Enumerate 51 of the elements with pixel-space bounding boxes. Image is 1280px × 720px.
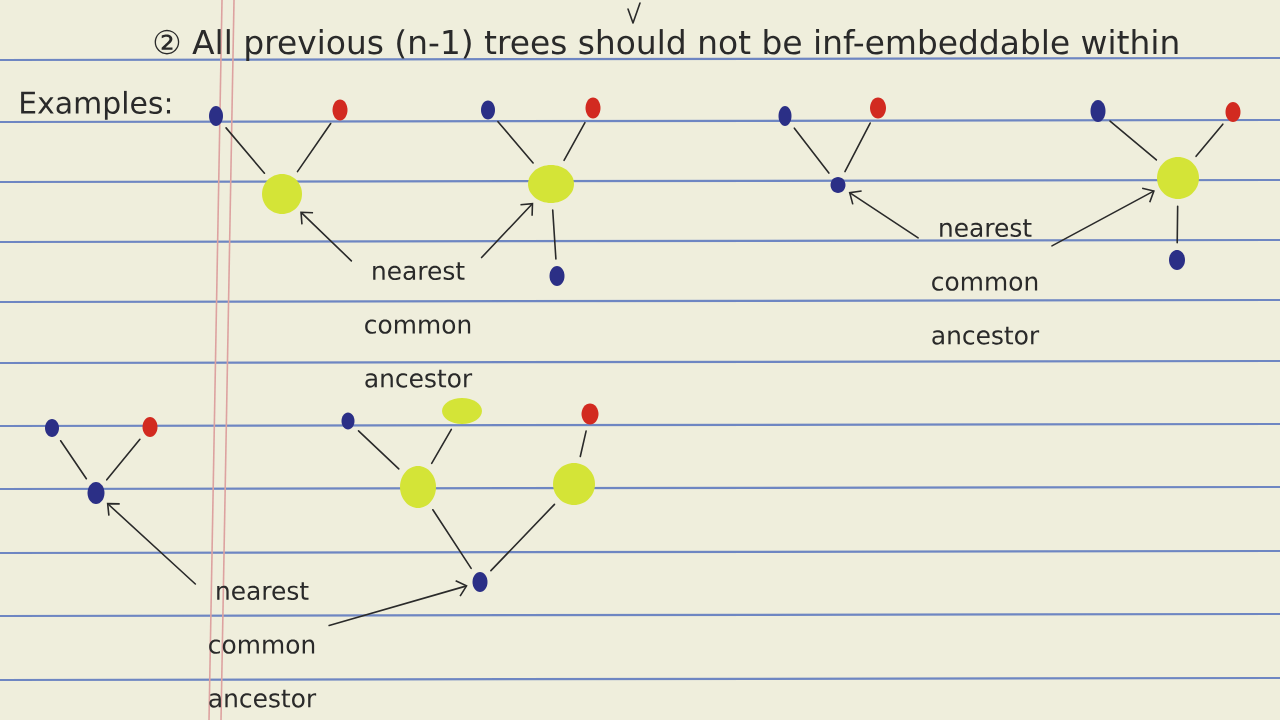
annotation-text: nearest common ancestor <box>932 219 1040 345</box>
tree-node-dot <box>778 106 792 126</box>
tree-edge <box>1195 123 1224 158</box>
highlighted-node-dot <box>400 466 436 508</box>
tree-edge <box>225 127 266 175</box>
tree-edge <box>59 439 88 480</box>
annotation-text: nearest common ancestor <box>365 262 473 388</box>
tree-node-dot <box>549 266 565 286</box>
tree-edge <box>1176 205 1179 244</box>
tree-node-dot <box>209 106 223 126</box>
tree-edge <box>497 120 534 164</box>
highlighted-node-dot <box>528 165 574 203</box>
note-text: ② All previous (n-1) trees should not be inf-embeddable within <box>154 29 1178 61</box>
annotation-text: nearest common ancestor <box>209 582 317 708</box>
highlighted-node-dot <box>442 398 482 424</box>
tree-edge <box>430 428 453 465</box>
tree-node-dot <box>87 482 105 504</box>
highlighted-node-dot <box>553 463 595 505</box>
section-label: Examples: <box>21 90 171 120</box>
tree-node-dot <box>870 97 886 119</box>
arrow <box>106 502 197 585</box>
tree-edge <box>551 209 557 260</box>
arrow <box>328 579 468 627</box>
tree-node-dot <box>472 572 488 592</box>
tree-edge <box>844 122 871 173</box>
tree-node-dot <box>332 99 348 121</box>
tree-edge <box>432 508 472 570</box>
arrow <box>300 211 353 262</box>
arrow <box>848 190 919 239</box>
tree-node-dot <box>45 419 59 437</box>
tree-node-dot <box>830 177 846 193</box>
tree-edge <box>793 127 830 174</box>
tree-edge <box>296 122 332 173</box>
tree-node-dot <box>142 417 158 437</box>
tree-edge <box>357 430 400 470</box>
highlighted-node-dot <box>262 174 302 214</box>
tree-node-dot <box>341 412 355 430</box>
arrow <box>480 202 534 259</box>
tree-node-dot <box>1225 102 1241 122</box>
tree-node-dot <box>1169 250 1185 270</box>
tree-node-dot <box>1090 100 1106 122</box>
arrow <box>1051 187 1155 247</box>
tree-edge <box>490 503 556 572</box>
tree-edge <box>579 430 587 458</box>
highlighted-node-dot <box>1157 157 1199 199</box>
tree-edge <box>563 121 586 162</box>
tree-edge <box>1109 120 1158 161</box>
tree-edge <box>105 438 141 481</box>
tree-node-dot <box>481 100 495 120</box>
tree-node-dot <box>585 97 601 119</box>
tree-node-dot <box>581 403 599 425</box>
